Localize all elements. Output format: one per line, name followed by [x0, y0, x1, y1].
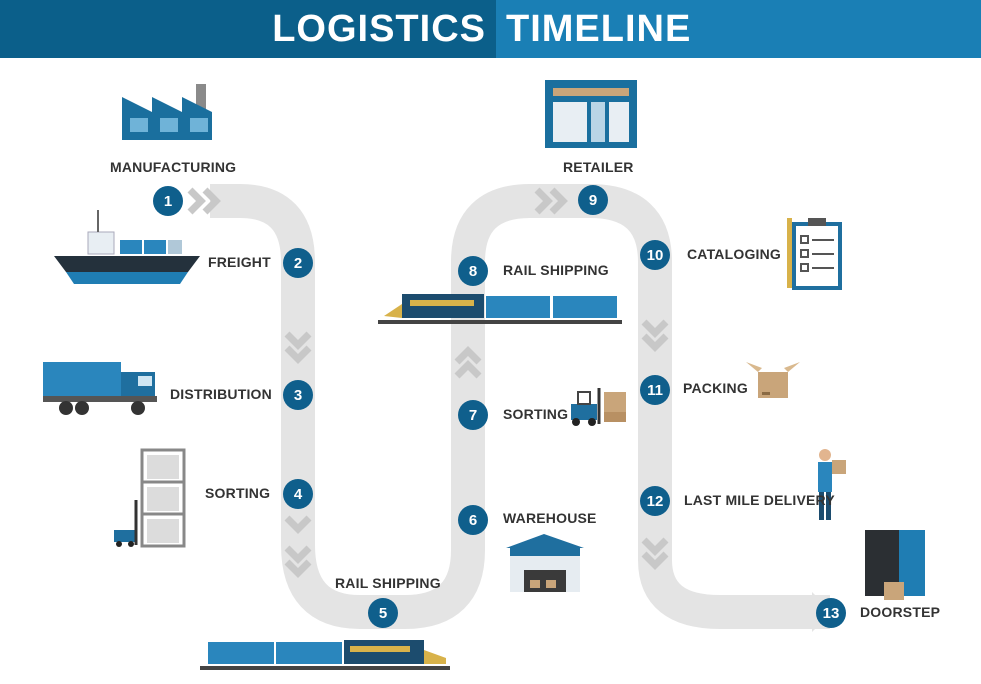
shelves-forklift-icon [114, 448, 186, 548]
chevrons-col3 [641, 319, 669, 570]
timeline-graphics [43, 80, 925, 670]
top-chevrons [534, 187, 568, 215]
step-label-warehouse: WAREHOUSE [503, 510, 597, 526]
step-label-packing: PACKING [683, 380, 748, 396]
step-label-distribution: DISTRIBUTION [170, 386, 272, 402]
start-chevrons [187, 187, 221, 215]
step-number-12: 12 [640, 486, 670, 516]
step-label-cataloging: CATALOGING [687, 246, 782, 262]
step-number-13: 13 [816, 598, 846, 628]
title-right-panel: TIMELINE [496, 0, 981, 58]
step-label-manufacturing: MANUFACTURING [110, 159, 237, 175]
train-icon-top [378, 294, 622, 324]
box-icon [746, 362, 800, 398]
store-icon [545, 80, 637, 148]
step-number-4: 4 [283, 479, 313, 509]
warehouse-icon [506, 534, 584, 592]
step-number-9: 9 [578, 185, 608, 215]
step-label-sorting-2: SORTING [503, 406, 569, 422]
step-label-last-mile-delivery: LAST MILE DELIVERY [684, 492, 835, 508]
step-number-7: 7 [458, 400, 488, 430]
step-number-5: 5 [368, 598, 398, 628]
courier-icon [818, 449, 846, 520]
train-icon-bottom [200, 640, 450, 670]
step-label-doorstep: DOORSTEP [860, 604, 941, 620]
step-number-6: 6 [458, 505, 488, 535]
step-label-sorting-1: SORTING [205, 485, 271, 501]
step-number-10: 10 [640, 240, 670, 270]
step-label-rail-shipping-1: RAIL SHIPPING [335, 575, 441, 591]
title-right-text: TIMELINE [506, 7, 692, 50]
step-label-retailer: RETAILER [563, 159, 634, 175]
forklift-icon [571, 388, 626, 426]
step-label-rail-shipping-2: RAIL SHIPPING [503, 262, 609, 278]
ship-icon [54, 210, 200, 284]
title-left-panel: LOGISTICS [0, 0, 496, 58]
title-left-text: LOGISTICS [272, 7, 486, 50]
step-number-11: 11 [640, 375, 670, 405]
title-banner: LOGISTICS TIMELINE [0, 0, 981, 58]
timeline-stage: MANUFACTURING FREIGHT DISTRIBUTION SORTI… [0, 58, 981, 684]
step-number-3: 3 [283, 380, 313, 410]
step-number-8: 8 [458, 256, 488, 286]
chevrons-col2 [454, 346, 482, 379]
door-icon [865, 530, 925, 600]
step-label-freight: FREIGHT [208, 254, 271, 270]
clipboard-icon [787, 218, 842, 290]
truck-icon [43, 362, 157, 415]
step-number-1: 1 [153, 186, 183, 216]
step-number-2: 2 [283, 248, 313, 278]
factory-icon [122, 84, 212, 140]
chevrons-col1 [284, 331, 312, 578]
